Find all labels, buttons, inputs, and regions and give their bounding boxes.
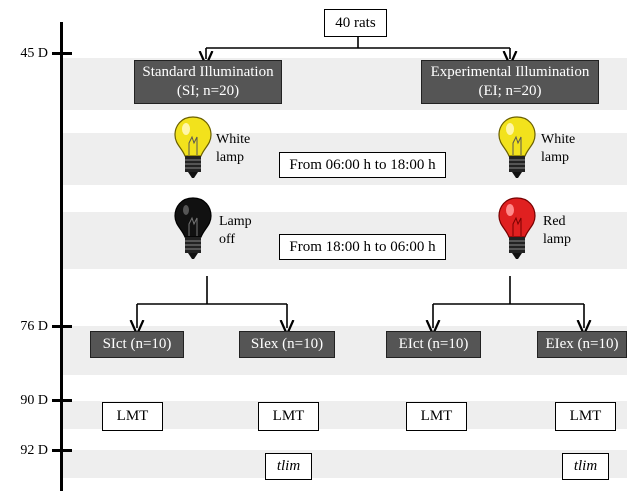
- ei-dark-lamp-line2: lamp: [543, 232, 571, 247]
- tlim-box-eiex: tlim: [562, 453, 609, 480]
- group-ei-title: Experimental Illumination: [430, 64, 590, 80]
- day-label-90: 90 D: [20, 393, 48, 408]
- top-box-40-rats: 40 rats: [324, 9, 387, 37]
- ei-dark-lamp-label: Red lamp: [543, 213, 571, 249]
- subgroup-box-eiex: EIex (n=10): [537, 331, 627, 358]
- light-period-box: From 06:00 h to 18:00 h: [279, 152, 446, 178]
- subgroup-box-sict: SIct (n=10): [90, 331, 184, 358]
- lmt-box-sict: LMT: [102, 402, 163, 431]
- si-light-lamp-label: White lamp: [216, 131, 250, 167]
- si-dark-lamp-line2: off: [219, 232, 236, 247]
- day-label-92: 92 D: [20, 443, 48, 458]
- ei-light-lamp-line2: lamp: [541, 150, 569, 165]
- group-box-si: Standard Illumination (SI; n=20): [134, 60, 282, 104]
- dark-period-box: From 18:00 h to 06:00 h: [279, 234, 446, 260]
- ei-light-lamp-line1: White: [541, 132, 576, 147]
- group-ei-n: (EI; n=20): [478, 83, 542, 99]
- si-dark-lamp-line1: Lamp: [219, 214, 252, 229]
- tick-45d: [52, 52, 72, 55]
- ei-light-lamp-label: White lamp: [541, 131, 575, 167]
- tick-76d: [52, 325, 72, 328]
- yellow-bulb-icon: [174, 116, 212, 178]
- ei-dark-lamp-line1: Red: [543, 214, 566, 229]
- yellow-bulb-icon: [498, 116, 536, 178]
- group-box-ei: Experimental Illumination (EI; n=20): [421, 60, 599, 104]
- day-label-76: 76 D: [20, 319, 48, 334]
- si-light-lamp-line1: White: [216, 132, 251, 147]
- si-dark-lamp-label: Lamp off: [219, 213, 252, 249]
- red-bulb-icon: [498, 197, 536, 259]
- band-tlim: [62, 450, 627, 478]
- subgroup-box-siex: SIex (n=10): [239, 331, 335, 358]
- group-si-title: Standard Illumination: [142, 64, 274, 80]
- tlim-box-siex: tlim: [265, 453, 312, 480]
- lmt-box-eiex: LMT: [555, 402, 616, 431]
- day-label-45: 45 D: [20, 46, 48, 61]
- tick-92d: [52, 449, 72, 452]
- lmt-box-eict: LMT: [406, 402, 467, 431]
- subgroup-box-eict: EIct (n=10): [386, 331, 481, 358]
- time-axis: [60, 22, 63, 491]
- black-bulb-icon: [174, 197, 212, 259]
- group-si-n: (SI; n=20): [176, 83, 240, 99]
- tick-90d: [52, 399, 72, 402]
- lmt-box-siex: LMT: [258, 402, 319, 431]
- si-light-lamp-line2: lamp: [216, 150, 244, 165]
